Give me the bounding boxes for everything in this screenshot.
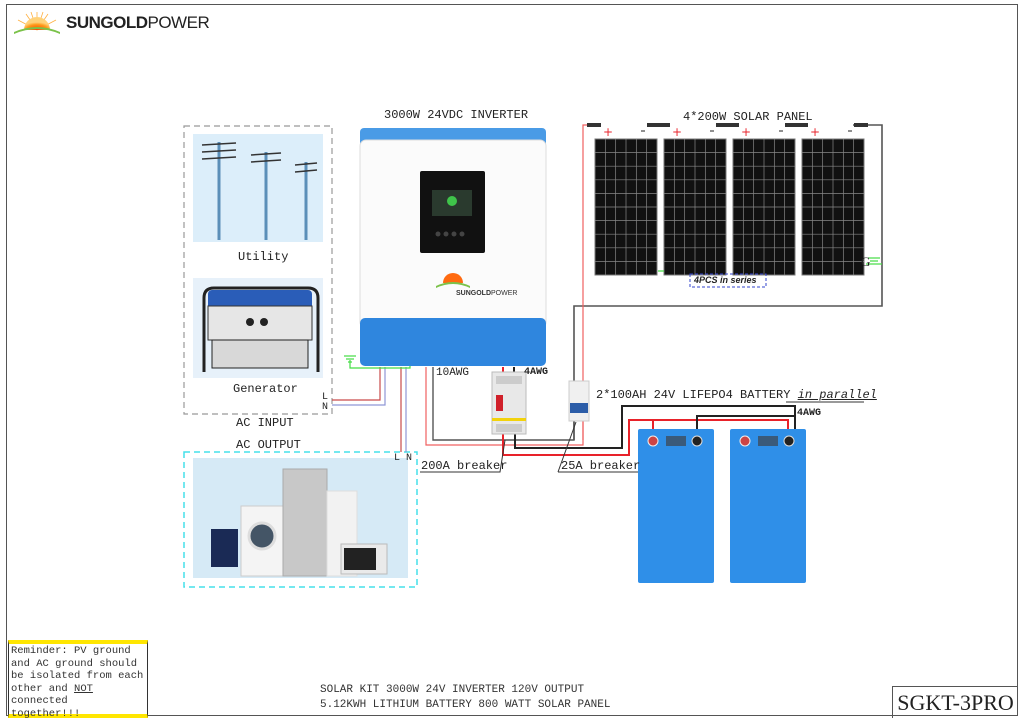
dc-gauge-label: 4AWG	[524, 367, 549, 378]
solar-panel: +	[587, 123, 658, 276]
ac-input-label: AC INPUT	[236, 416, 294, 430]
ac-input-neutral-wire	[332, 367, 386, 406]
positive-terminal-icon: +	[672, 125, 682, 139]
ac-input-line-wire	[332, 367, 381, 401]
pv-negative-wire	[573, 124, 883, 440]
main-breaker-200a	[491, 371, 527, 435]
pv-breaker-label: 25A breaker	[561, 459, 641, 473]
series-jumper	[710, 123, 730, 132]
utility-label: Utility	[238, 250, 289, 264]
series-note-box	[689, 273, 767, 288]
battery-negative-wire	[514, 405, 796, 449]
kit-description-line1: SOLAR KIT 3000W 24V INVERTER 120V OUTPUT	[320, 684, 585, 696]
series-jumper	[641, 123, 661, 132]
ground-reminder-note: Reminder: PV ground and AC ground should…	[8, 640, 148, 720]
battery-gauge-label: 4AWG	[797, 408, 822, 419]
pv-breaker-leader-diag	[557, 421, 577, 473]
solar-panel: +	[656, 123, 727, 276]
generator-image	[193, 278, 323, 378]
ac-output-box	[183, 451, 418, 588]
brand-name: SUNGOLDPOWER	[66, 13, 210, 32]
ac-output-label: AC OUTPUT	[236, 438, 301, 452]
ac-input-box	[183, 125, 333, 415]
ac-gauge-label: 10AWG	[436, 367, 470, 379]
mc4-connector	[725, 123, 739, 127]
drawing-frame	[6, 4, 1018, 716]
kit-description: SOLAR KIT 3000W 24V INVERTER 120V OUTPUT…	[320, 683, 610, 713]
positive-terminal-icon: +	[810, 125, 820, 139]
battery-1	[638, 429, 714, 583]
mc4-connector	[587, 123, 601, 127]
battery-negative-branch	[696, 415, 795, 432]
series-note: 4PCS in series	[694, 275, 757, 285]
appliances-image	[193, 458, 408, 578]
solar-panel-title: 4*200W SOLAR PANEL	[683, 110, 813, 124]
series-jumper	[848, 123, 868, 132]
inverter-unit	[359, 128, 547, 366]
battery-2	[730, 429, 806, 583]
mc4-connector	[794, 123, 808, 127]
battery-title-text: 2*100AH 24V LIFEPO4 BATTERY	[596, 388, 791, 402]
pv-positive-wire	[582, 124, 588, 440]
pv-breaker-25a	[568, 380, 590, 422]
solar-panel: +	[794, 123, 865, 276]
kit-description-line2: 5.12KWH LITHIUM BATTERY 800 WATT SOLAR P…	[320, 699, 611, 711]
ac-output-ln-label: L N	[394, 453, 413, 464]
solar-panel-array: + + + +	[587, 123, 868, 276]
solar-panel: +	[725, 123, 796, 276]
pv-ground-symbol	[866, 257, 882, 265]
sun-logo-icon	[14, 11, 60, 34]
generator-label: Generator	[233, 382, 298, 396]
inverter-brand: SUNGOLDPOWER	[456, 290, 518, 297]
series-jumper	[779, 123, 799, 132]
positive-terminal-icon: +	[741, 125, 751, 139]
main-breaker-label: 200A breaker	[421, 459, 508, 473]
pv-ground-label: G	[861, 254, 871, 269]
utility-image	[193, 134, 323, 242]
battery-title: 2*100AH 24V LIFEPO4 BATTERY in parallel	[596, 388, 877, 402]
ac-input-line-label: L	[322, 392, 329, 403]
ac-input-neutral-label: N	[322, 402, 329, 413]
main-breaker-leader	[420, 439, 506, 473]
inverter-title: 3000W 24VDC INVERTER	[384, 108, 529, 122]
model-number: SGKT-3PRO	[892, 686, 1018, 718]
positive-terminal-icon: +	[603, 125, 613, 139]
battery-connection: in parallel	[797, 388, 877, 402]
sungold-logo: SUNGOLDPOWER	[12, 8, 210, 38]
mc4-connector	[656, 123, 670, 127]
ac-ground-symbol	[344, 355, 356, 363]
